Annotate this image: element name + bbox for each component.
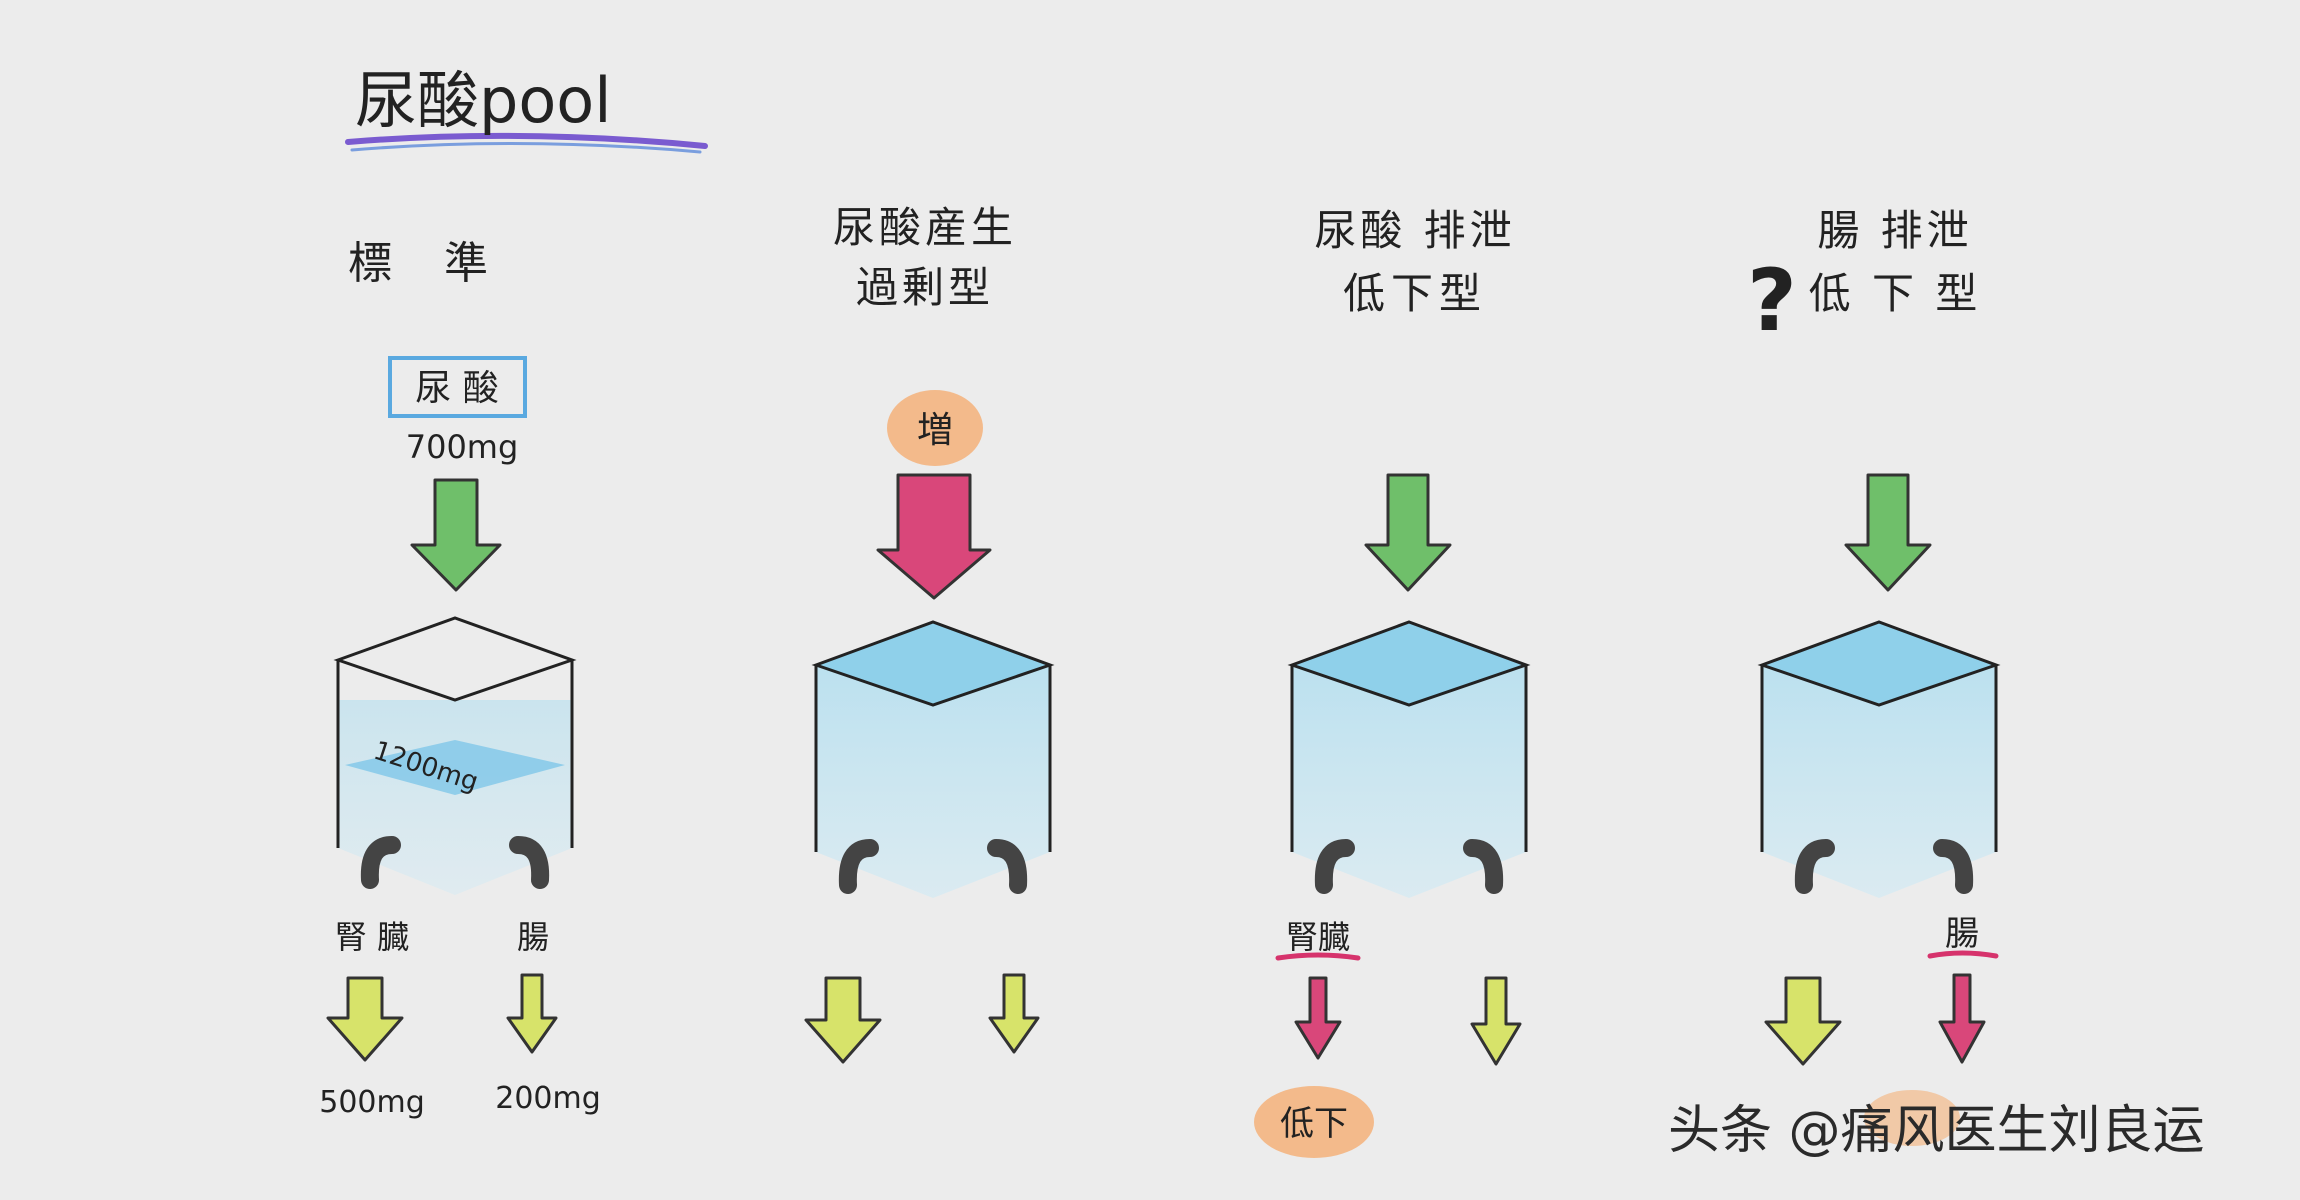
column-heading-line: 過剰型 bbox=[856, 263, 994, 312]
diagram-title: 尿酸pool bbox=[345, 64, 708, 154]
right-outflow-underline bbox=[1927, 950, 1999, 959]
right-outflow-amount: 200mg bbox=[495, 1081, 601, 1116]
column-heading-line: 腸 排泄 bbox=[1817, 206, 1972, 255]
column-heading-line: 尿酸産生 bbox=[833, 203, 1017, 252]
input-amount: 700mg bbox=[406, 428, 519, 466]
decrease-badge-label: 低下 bbox=[1280, 1104, 1348, 1144]
column-heading-line: 低下型 bbox=[1343, 269, 1487, 318]
outflow-arrow-left bbox=[1764, 976, 1842, 1066]
title-text: 尿酸pool bbox=[355, 64, 611, 137]
right-outflow-label: 腸 bbox=[517, 918, 549, 956]
column-renal-underexcretion: 尿酸 排泄 低下型 腎臓 低下 bbox=[1254, 206, 1531, 1158]
input-label: 尿 酸 bbox=[415, 368, 498, 409]
column-standard: 標 準 尿 酸 700mg 1200mg 腎 臓 腸 500mg 200mg bbox=[319, 238, 601, 1120]
left-outflow-label: 腎 臓 bbox=[335, 918, 409, 956]
inflow-arrow-green bbox=[1364, 473, 1452, 592]
outflow-arrow-right bbox=[1470, 976, 1522, 1066]
uric-acid-pool-tank: 1200mg bbox=[333, 616, 577, 895]
uric-acid-pool-tank bbox=[811, 620, 1055, 898]
increase-badge: 増 bbox=[887, 390, 983, 466]
outflow-arrow-right bbox=[506, 973, 558, 1054]
column-heading-line: 標 準 bbox=[348, 238, 492, 289]
right-outflow-label: 腸 bbox=[1945, 914, 1979, 954]
inflow-arrow-green bbox=[1844, 473, 1932, 592]
left-outflow-label: 腎臓 bbox=[1286, 918, 1350, 956]
column-intestinal-underexcretion: ? 腸 排泄 低 下 型 腸 bbox=[1747, 206, 2001, 1146]
outflow-arrow-right-reduced bbox=[1938, 973, 1986, 1064]
outflow-arrow-left bbox=[326, 976, 404, 1062]
increase-badge-label: 増 bbox=[917, 410, 953, 451]
left-outflow-amount: 500mg bbox=[319, 1085, 425, 1120]
column-heading-line: 低 下 型 bbox=[1809, 269, 1982, 318]
input-label-box: 尿 酸 bbox=[388, 356, 527, 418]
inflow-arrow-red bbox=[876, 473, 992, 600]
watermark-text: 头条 @痛风医生刘良运 bbox=[1668, 1101, 2205, 1161]
uric-acid-pool-tank bbox=[1287, 620, 1531, 898]
uric-acid-pool-tank bbox=[1757, 620, 2001, 898]
left-outflow-underline bbox=[1275, 952, 1361, 961]
question-mark: ? bbox=[1747, 251, 1797, 351]
column-overproduction: 尿酸産生 過剰型 増 bbox=[804, 203, 1055, 1064]
outflow-arrow-right bbox=[988, 973, 1040, 1054]
outflow-arrow-left-reduced bbox=[1294, 976, 1342, 1060]
outflow-arrow-left bbox=[804, 976, 882, 1064]
decrease-badge: 低下 bbox=[1254, 1086, 1374, 1158]
column-heading-line: 尿酸 排泄 bbox=[1314, 206, 1515, 255]
inflow-arrow-green bbox=[410, 478, 502, 592]
orange-smudge bbox=[1864, 1090, 1960, 1146]
